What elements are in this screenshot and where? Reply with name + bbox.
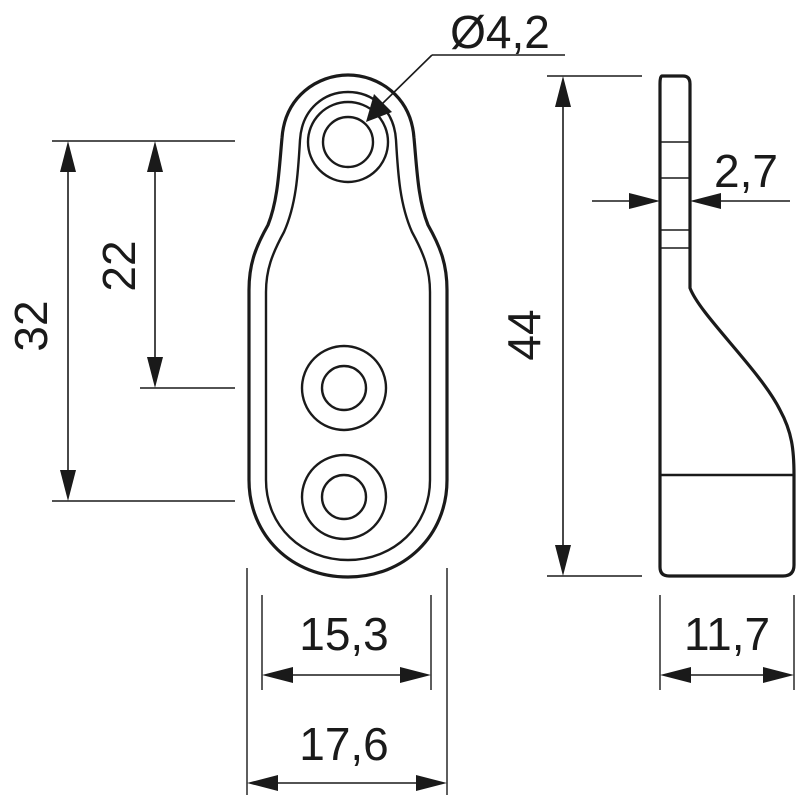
top-hole-inner [321, 115, 375, 169]
dim-22-label: 22 [93, 240, 145, 291]
dim-32-label: 32 [5, 300, 57, 351]
dim-44-label: 44 [498, 309, 550, 360]
side-profile-outline [658, 74, 796, 578]
top-hole-outer [306, 100, 390, 184]
bracket-outer-outline [247, 73, 449, 579]
dim-32: 32 [5, 140, 235, 502]
middle-hole-outer [300, 344, 388, 432]
dim-11-7-label: 11,7 [684, 608, 770, 660]
hole-diameter-label: Ø4,2 [450, 6, 550, 58]
dim-11-7: 11,7 [659, 595, 795, 690]
dim-2-7: 2,7 [592, 145, 790, 209]
bottom-hole-outer [300, 453, 388, 541]
dim-2-7-label: 2,7 [714, 145, 778, 197]
front-view [247, 73, 449, 579]
side-view [658, 74, 796, 578]
dim-15-3-label: 15,3 [299, 608, 389, 660]
bracket-inner-outline [264, 90, 432, 562]
dim-22: 22 [93, 141, 235, 389]
bottom-hole-inner [320, 473, 368, 521]
middle-hole-inner [320, 364, 368, 412]
dim-44: 44 [498, 75, 642, 577]
dim-17-6: 17,6 [246, 568, 448, 795]
dim-17-6-label: 17,6 [299, 718, 389, 770]
dim-15-3: 15,3 [261, 595, 432, 690]
hole-diameter-callout: Ø4,2 [366, 6, 565, 122]
